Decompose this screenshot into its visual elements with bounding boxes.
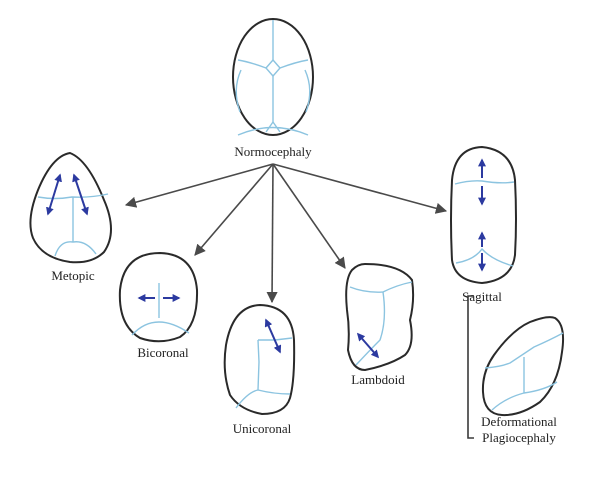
lambdoid-skull [345, 262, 415, 372]
metopic-label: Metopic [51, 268, 95, 283]
arrow-to-metopic [124, 163, 274, 208]
unicoronal-label: Unicoronal [233, 421, 292, 436]
plagiocephaly-label-line1: Deformational [481, 414, 557, 429]
unicoronal-skull [223, 303, 296, 416]
sagittal-label: Sagittal [462, 289, 502, 304]
lambdoid-label: Lambdoid [351, 372, 405, 387]
plagiocephaly-skull [481, 316, 565, 417]
sagittal-skull [450, 145, 517, 285]
plagiocephaly-label-line2: Plagiocephaly [482, 430, 556, 445]
normocephaly-label: Normocephaly [234, 144, 312, 159]
bicoronal-label: Bicoronal [137, 345, 189, 360]
connector-arrows [124, 163, 448, 304]
arrow-to-lambdoid [272, 163, 346, 269]
bicoronal-skull [118, 251, 199, 343]
arrow-to-unicoronal [266, 163, 278, 304]
arrow-to-bicoronal [194, 163, 274, 256]
arrow-to-sagittal [272, 163, 448, 214]
grouping-bracket [467, 295, 474, 439]
normocephaly-skull [232, 18, 314, 136]
metopic-skull [29, 151, 112, 264]
